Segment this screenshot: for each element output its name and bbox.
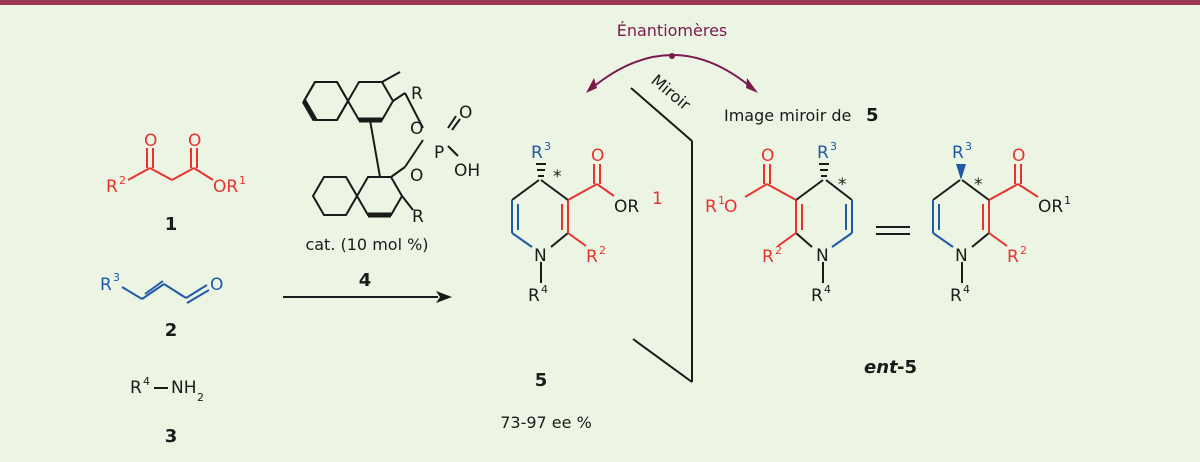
c1-or1-sup: 1 [239,174,246,187]
c3-r4-label: R [130,378,142,398]
mi-r2: R [762,247,774,267]
c1-ester-oxygen: O [188,131,201,151]
ent-r4: R [950,286,962,306]
ent-r4-sup: 4 [963,283,970,296]
mi-r2-sup: 2 [775,244,782,257]
mi-r4: R [811,286,823,306]
mi-r3-sup: 3 [830,140,837,153]
c1-ketone-oxygen: O [144,131,157,151]
p5-r3: R [531,143,543,163]
mi-r1o-sup: 1 [718,194,725,207]
product-5-hash-bond [536,163,546,177]
ent-nitrogen: N [955,246,968,266]
p5-r2: R [586,247,598,267]
enantiomers-arrow [586,53,758,93]
ent-5-structure [932,164,1039,283]
cat-o-upper: O [410,119,423,139]
mi-r1o: R [705,197,717,217]
ent-r3: R [952,143,964,163]
c2-oxygen: O [210,275,223,295]
ent-r2: R [1007,247,1019,267]
compound-1-number: 1 [165,214,178,235]
ent-5-wedge-bond [956,164,966,180]
p5-r2-sup: 2 [599,244,606,257]
c3-nh-sub: 2 [197,391,204,404]
mirror-image-number: 5 [866,105,879,126]
mi-carbonyl-o: O [761,146,774,166]
ent-or: OR [1038,197,1063,217]
ent-or-sup: 1 [1064,194,1071,207]
mi-nitrogen: N [816,246,829,266]
p5-r4-sup: 4 [541,283,548,296]
ent-prefix: ent [864,357,899,378]
p5-carbonyl-o: O [591,146,604,166]
top-band [0,0,1200,5]
product-5-ring [511,164,615,283]
compound-3-number: 3 [165,426,178,447]
enantiomeric-excess: 73-97 ee % [500,413,592,432]
c1-r2-label: R [106,177,118,197]
mirror-image-hash-bond [819,163,829,177]
c1-or1-label: OR [213,177,238,197]
ent-stereo-star: * [974,175,983,195]
cat-o-lower: O [410,166,423,186]
cat-oh: OH [454,161,480,181]
catalyst-number: 4 [359,270,372,291]
compound-2-number: 2 [165,320,178,341]
ent-r3-sup: 3 [965,140,972,153]
reaction-arrow [283,291,452,303]
mirror-image-caption: Image miroir de [724,106,851,125]
ent-suffix: -5 [897,357,917,378]
equivalence-sign [876,226,910,235]
p5-stereo-star: * [553,167,562,187]
compound-2 [121,280,210,304]
cat-phosphorus: P [434,143,444,163]
catalyst-4-bold-bonds [301,99,391,218]
compound-1 [127,148,214,181]
p5-or: OR [614,197,639,217]
ent-r2-sup: 2 [1020,244,1027,257]
p5-r3-sup: 3 [544,140,551,153]
c3-r4-sup: 4 [143,375,150,388]
p5-or-sup: 1 [652,189,663,209]
c1-r2-sup: 2 [119,174,126,187]
p5-r4: R [528,286,540,306]
c2-r3-label: R [100,275,112,295]
mi-r4-sup: 4 [824,283,831,296]
product-number: 5 [535,370,548,391]
p5-nitrogen: N [534,246,547,266]
mirror-image-structure [744,164,853,283]
catalyst-loading: cat. (10 mol %) [305,235,428,254]
mi-stereo-star: * [838,175,847,195]
cat-r-top: R [411,84,423,104]
mirror [630,87,693,383]
enantiomers-label: Énantiomères [617,21,728,40]
c2-r3-sup: 3 [113,271,120,284]
ent-carbonyl-o: O [1012,146,1025,166]
c3-nh-label: NH [171,378,197,398]
cat-p-oxygen: O [459,103,472,123]
mi-r1o-oxygen: O [724,197,737,217]
mi-r3: R [817,143,829,163]
cat-r-bottom: R [412,207,424,227]
